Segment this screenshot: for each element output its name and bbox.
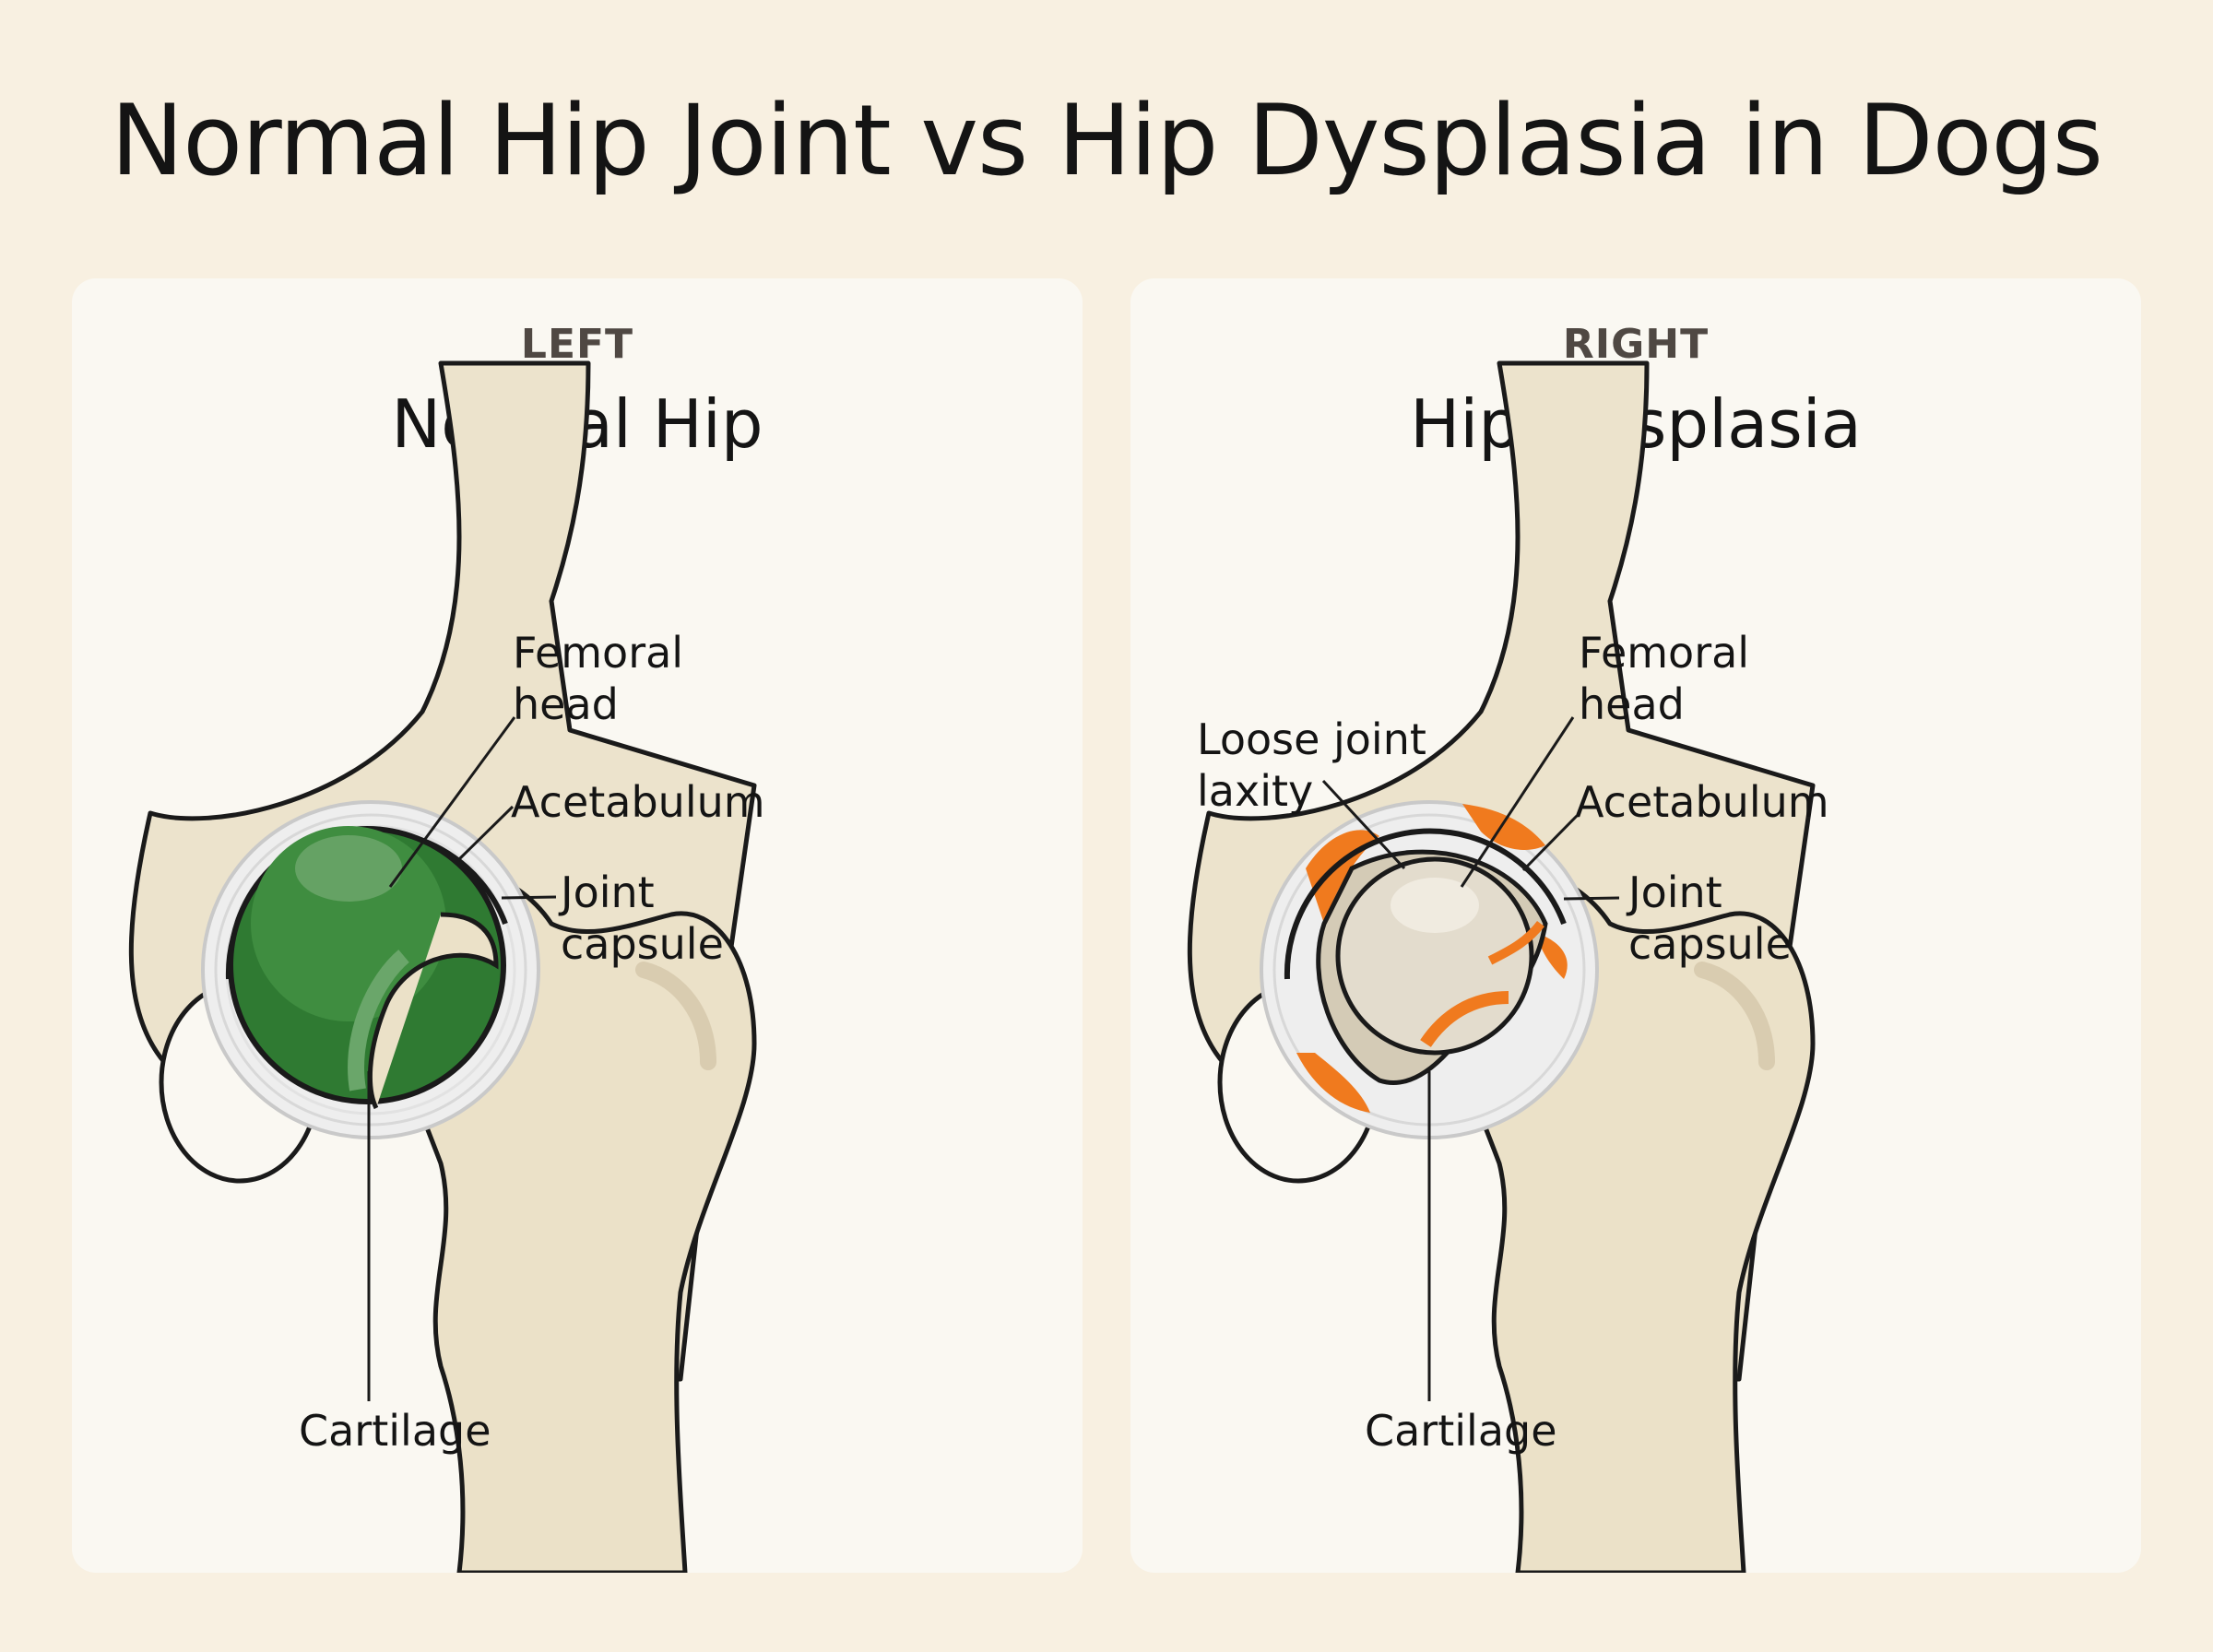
label-cartilage: Cartilage xyxy=(299,1406,491,1456)
right-leader-lines xyxy=(1321,716,1620,1401)
acetabulum-rim xyxy=(1284,828,1567,980)
label-cartilage: Cartilage xyxy=(1365,1406,1557,1456)
label-femoral-head: Femoral head xyxy=(1579,628,1750,729)
femoral-head-cartilage xyxy=(228,826,506,1110)
main-title: Normal Hip Joint vs Hip Dysplasia in Dog… xyxy=(110,84,2103,197)
hip-dysplasia-illustration xyxy=(1187,360,1816,1573)
inflammation-areas xyxy=(1296,804,1568,1113)
label-femoral-head: Femoral head xyxy=(513,628,684,729)
right-panel-kicker: RIGHT xyxy=(1562,321,1710,368)
normal-hip-illustration xyxy=(128,360,757,1573)
label-joint-capsule: Joint capsule xyxy=(1628,867,1792,969)
label-joint-capsule: Joint capsule xyxy=(561,867,724,969)
label-acetabulum: Acetabulum xyxy=(511,777,765,827)
subluxated-femoral-head xyxy=(1316,849,1548,1086)
label-acetabulum: Acetabulum xyxy=(1575,777,1829,827)
left-panel-kicker: LEFT xyxy=(520,321,634,368)
hip-dysplasia-panel: RIGHT Hip Dysplasia xyxy=(1130,278,2141,1573)
left-leader-lines xyxy=(367,716,557,1401)
normal-hip-panel: LEFT Normal Hip xyxy=(72,278,1083,1573)
label-loose-joint: Loose joint laxity xyxy=(1197,714,1426,816)
